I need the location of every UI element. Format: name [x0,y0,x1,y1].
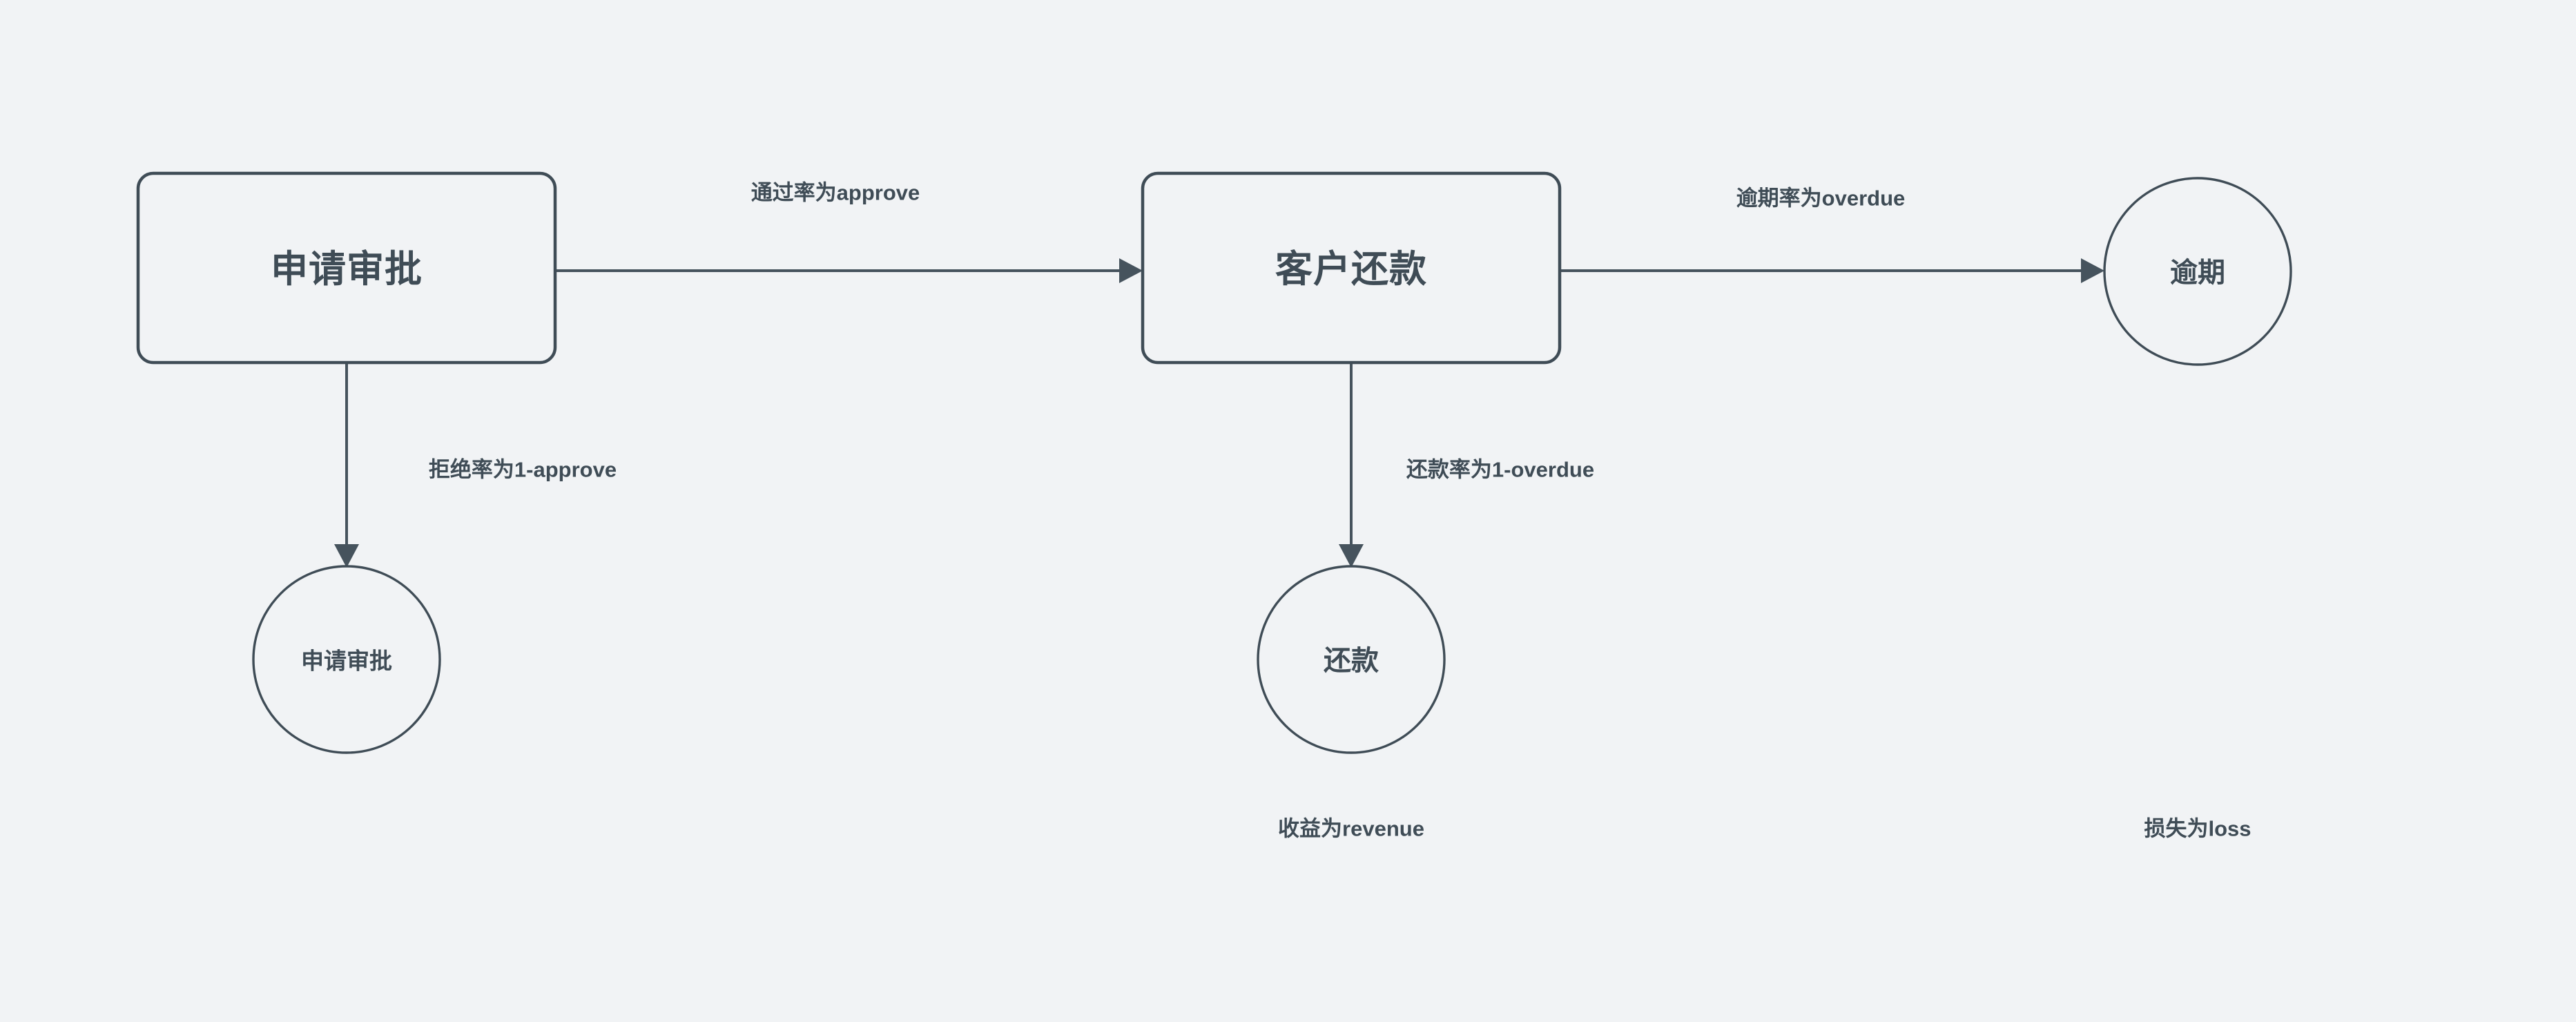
caption-loss: 损失为loss [2144,817,2251,841]
edge-repay-to-repaid [1339,364,1364,568]
node-customer-repayment-box[interactable]: 客户还款 [1141,171,1562,365]
arrowhead-repay-to-repaid [1339,544,1364,568]
repaid-terminal-circle-shape[interactable] [1257,565,1446,754]
repaid-terminal-circle-label: 还款 [1324,646,1379,676]
edge-label-approve-rate: 通过率为approve [751,181,920,205]
customer-repayment-box-shape[interactable] [1141,171,1562,365]
edge-apply-to-reject [334,364,359,568]
reject-terminal-circle-shape[interactable] [252,565,441,754]
arrowhead-repay-to-overdue [2081,258,2104,283]
customer-repayment-box-label: 客户还款 [1275,249,1427,290]
edge-apply-to-repay [556,258,1143,283]
overdue-terminal-circle-label: 逾期 [2170,258,2225,288]
edge-repay-to-overdue [1560,258,2104,283]
node-overdue-terminal-circle[interactable]: 逾期 [2103,177,2292,366]
reject-terminal-circle-label: 申请审批 [301,648,392,674]
overdue-terminal-circle-shape[interactable] [2103,177,2292,366]
arrowhead-apply-to-reject [334,544,359,568]
node-repaid-terminal-circle[interactable]: 还款 [1257,565,1446,754]
apply-approval-box-shape[interactable] [136,171,557,365]
apply-approval-box-label: 申请审批 [271,249,423,290]
edge-label-reject-rate: 拒绝率为1-approve [429,458,617,482]
node-apply-approval-box[interactable]: 申请审批 [136,171,557,365]
arrowhead-apply-to-repay [1119,258,1143,283]
edge-label-repay-rate: 还款率为1-overdue [1406,458,1594,482]
caption-revenue: 收益为revenue [1278,817,1424,841]
edge-label-overdue-rate: 逾期率为overdue [1736,186,1906,211]
node-reject-terminal-circle[interactable]: 申请审批 [252,565,441,754]
